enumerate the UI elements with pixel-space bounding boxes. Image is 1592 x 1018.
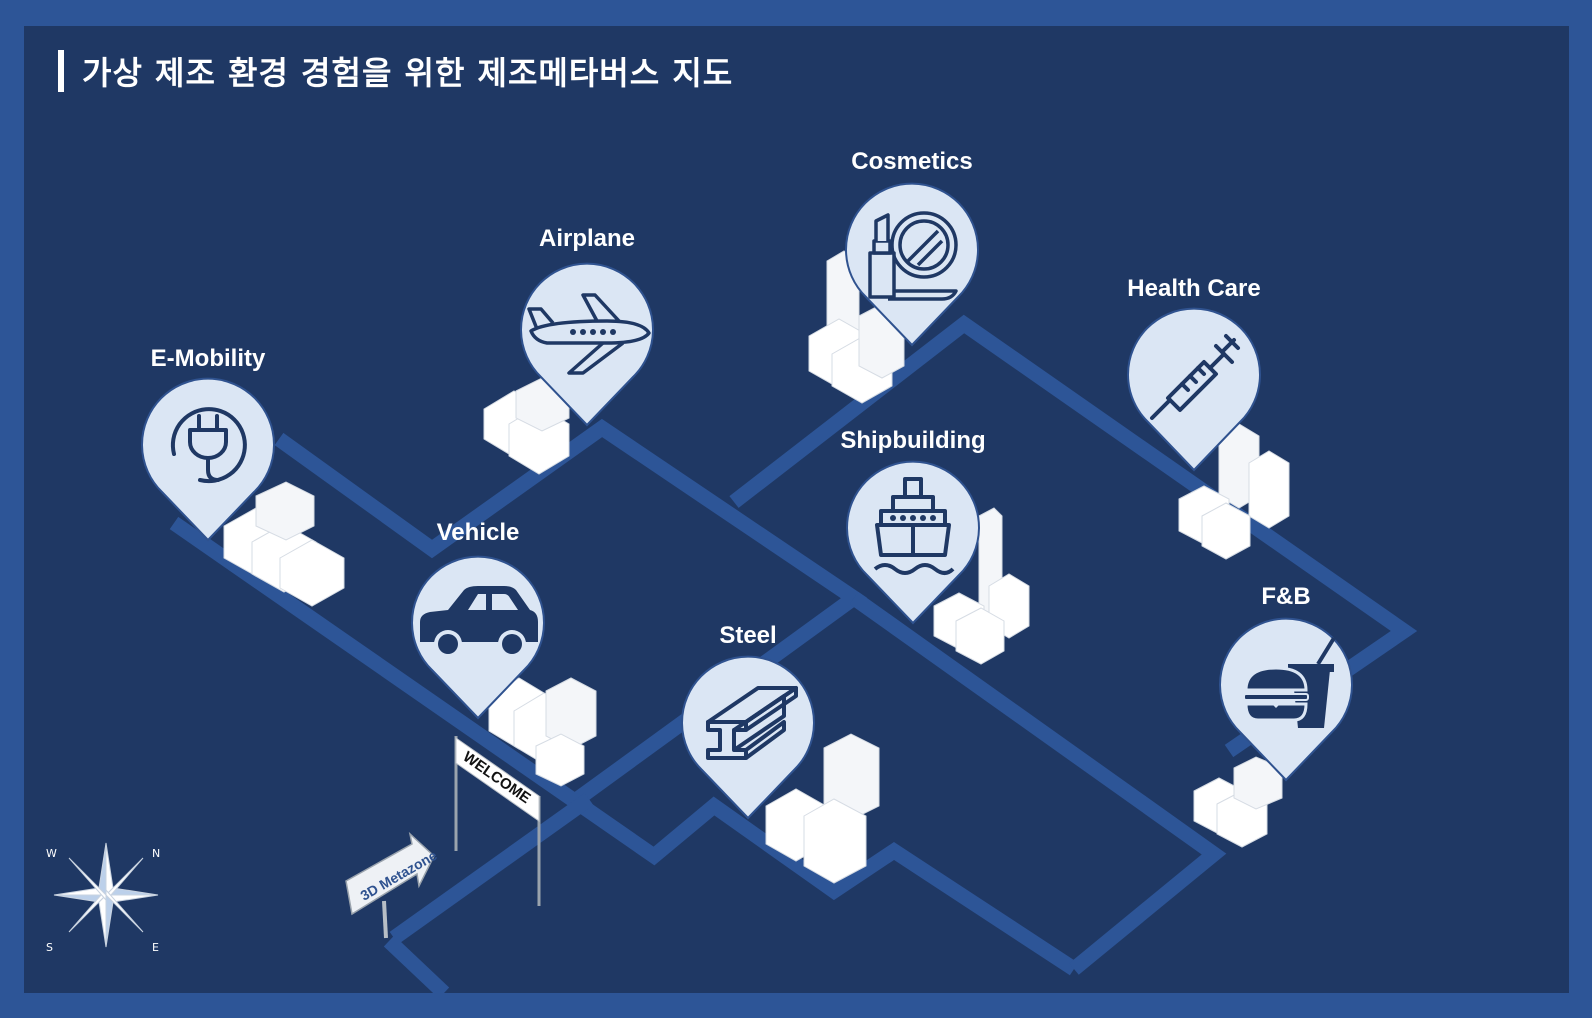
cosmetics-icon	[868, 211, 958, 301]
pin-label-e-mobility: E-Mobility	[151, 345, 266, 372]
car-icon	[420, 586, 538, 658]
building-cluster-emobility	[223, 481, 345, 607]
pin-health-care[interactable]: Health Care	[1127, 275, 1261, 472]
compass-south: S	[46, 941, 53, 954]
building-cluster-fnb	[1193, 756, 1283, 848]
pin-label-airplane: Airplane	[539, 225, 635, 252]
building-cluster-shipbuilding	[933, 507, 1030, 665]
pin-label-vehicle: Vehicle	[437, 519, 520, 546]
pin-f-b[interactable]: F&B	[1219, 583, 1353, 782]
pin-cosmetics[interactable]: Cosmetics	[845, 148, 979, 347]
pin-shipbuilding[interactable]: Shipbuilding	[840, 427, 986, 625]
compass-rose-icon: N W S E	[46, 842, 160, 954]
pin-steel[interactable]: Steel	[681, 622, 815, 820]
food-icon	[1243, 636, 1336, 728]
pin-label-steel: Steel	[719, 622, 776, 649]
pin-label-f-b: F&B	[1261, 583, 1310, 610]
building-cluster-steel	[765, 733, 880, 884]
page-title: 가상 제조 환경 경험을 위한 제조메타버스 지도	[82, 54, 734, 92]
metaverse-map: WELCOME 3D Metazone N W S E	[46, 148, 1418, 993]
pin-label-health-care: Health Care	[1127, 275, 1260, 302]
pin-e-mobility[interactable]: E-Mobility	[141, 345, 275, 542]
plug-icon	[170, 407, 247, 484]
pin-airplane[interactable]: Airplane	[520, 225, 654, 427]
steel-beam-icon	[706, 686, 798, 760]
compass-west: W	[46, 847, 57, 860]
road-entry-lower	[383, 935, 450, 993]
syringe-icon	[1150, 334, 1240, 420]
buildings	[223, 250, 1290, 884]
ship-icon	[873, 477, 955, 575]
building-cluster-healthcare	[1178, 423, 1290, 560]
pin-label-shipbuilding: Shipbuilding	[840, 427, 985, 454]
map-frame: 가상 제조 환경 경험을 위한 제조메타버스 지도	[24, 26, 1569, 993]
road-entry	[389, 792, 594, 945]
airplane-icon	[527, 293, 651, 375]
pin-label-cosmetics: Cosmetics	[851, 148, 972, 175]
building-cluster-vehicle	[488, 677, 597, 787]
compass-north: N	[152, 847, 160, 860]
pin-vehicle[interactable]: Vehicle	[411, 519, 545, 720]
compass-east: E	[152, 941, 159, 954]
road-center-east	[849, 591, 1227, 975]
title-accent-bar	[58, 50, 64, 92]
industry-pins: E-Mobility Airplane Cosmetics Health Car…	[141, 148, 1353, 820]
